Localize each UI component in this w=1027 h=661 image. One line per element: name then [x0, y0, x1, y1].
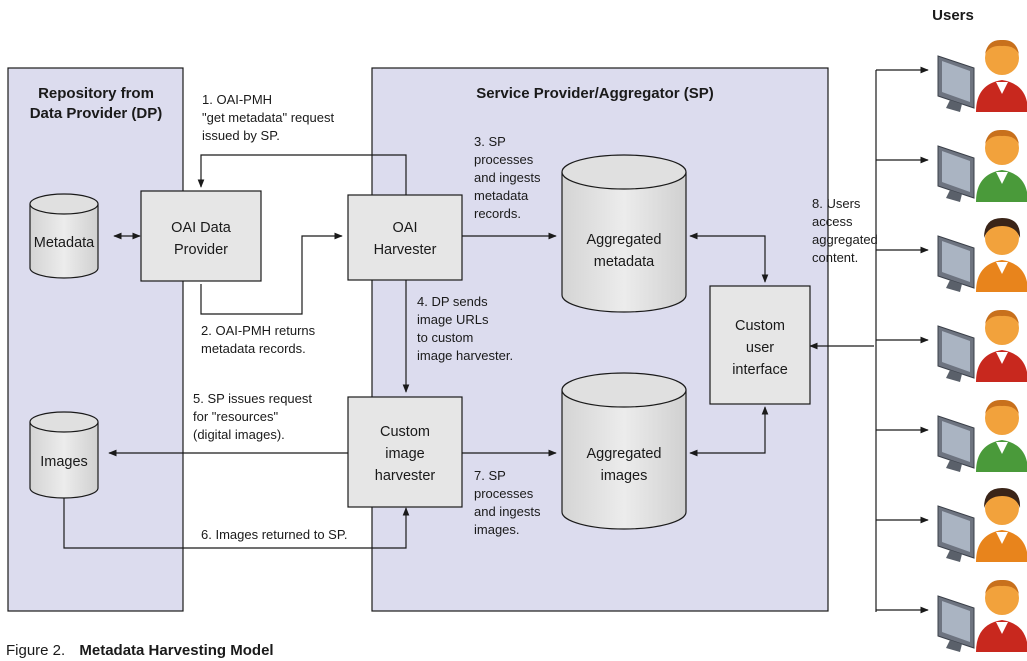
step-4-line-2: image URLs [417, 312, 489, 327]
user-at-computer-icon [937, 488, 1027, 562]
figure-caption: Figure 2. Metadata Harvesting Model [6, 642, 274, 659]
step-5-line-3: (digital images). [193, 427, 285, 442]
aggregated-metadata-label-1: Aggregated [587, 232, 662, 248]
step-1-line-3: issued by SP. [202, 128, 280, 143]
oai-data-provider-box: OAI Data Provider [140, 190, 262, 282]
custom-user-interface-box: Custom user interface [709, 285, 811, 405]
custom-image-harvester-label-1: Custom [380, 424, 430, 440]
oai-harvester-label-1: OAI [393, 220, 418, 236]
step-7-line-1: 7. SP [474, 468, 506, 483]
metadata-cylinder: Metadata [29, 193, 99, 279]
custom-user-interface-label-2: user [746, 340, 774, 356]
aggregated-metadata-cylinder: Aggregated metadata [561, 154, 687, 313]
step-7-note: 7. SP processes and ingests images. [474, 468, 541, 537]
custom-user-interface-label-1: Custom [735, 318, 785, 334]
step-8-line-1: 8. Users [812, 196, 861, 211]
user-arrows [876, 66, 929, 614]
step-8-line-4: content. [812, 250, 858, 265]
oai-data-provider-label-2: Provider [174, 242, 228, 258]
connectors [63, 70, 877, 612]
oai-harvester-box: OAI Harvester [347, 194, 463, 281]
step-8-note: 8. Users access aggregated content. [812, 196, 878, 265]
step-8-line-3: aggregated [812, 232, 878, 247]
aggregated-images-label-2: images [601, 468, 648, 484]
dp-region-title: Repository from Data Provider (DP) [30, 85, 163, 122]
return-records-arrow [200, 232, 343, 315]
step-4-note: 4. DP sends image URLs to custom image h… [417, 294, 513, 363]
aggregated-metadata-label-2: metadata [594, 254, 655, 270]
metadata-interface-arrow [689, 232, 769, 283]
step-8-line-2: access [812, 214, 853, 229]
user-at-computer-icon [937, 39, 1027, 112]
step-7-line-3: and ingests [474, 504, 541, 519]
user-at-computer-icon [937, 129, 1027, 202]
step-4-line-3: to custom [417, 330, 473, 345]
custom-image-harvester-label-3: harvester [375, 468, 436, 484]
custom-image-harvester-box: Custom image harvester [347, 396, 463, 508]
step-7-line-4: images. [474, 522, 520, 537]
images-cylinder: Images [29, 411, 99, 499]
custom-image-harvester-label-2: image [385, 446, 425, 462]
step-3-line-5: records. [474, 206, 521, 221]
step-2-line-1: 2. OAI-PMH returns [201, 323, 316, 338]
images-interface-arrow [689, 406, 769, 457]
step-5-note: 5. SP issues request for "resources" (di… [193, 391, 312, 442]
aggregated-images-cylinder: Aggregated images [561, 372, 687, 530]
oai-harvester-label-2: Harvester [374, 242, 437, 258]
step-3-note: 3. SP processes and ingests metadata rec… [474, 134, 541, 221]
step-2-line-2: metadata records. [201, 341, 306, 356]
users-column [937, 39, 1027, 652]
step-6-note: 6. Images returned to SP. [201, 527, 347, 542]
figure-caption-prefix: Figure 2. [6, 642, 65, 659]
get-metadata-request-arrow [197, 154, 407, 195]
step-1-line-1: 1. OAI-PMH [202, 92, 272, 107]
step-5-line-1: 5. SP issues request [193, 391, 312, 406]
step-7-line-2: processes [474, 486, 534, 501]
custom-user-interface-label-3: interface [732, 362, 788, 378]
aggregated-images-label-1: Aggregated [587, 446, 662, 462]
dp-title-line-1: Repository from [38, 85, 154, 102]
user-at-computer-icon [937, 309, 1027, 382]
users-title: Users [932, 7, 974, 24]
metadata-label: Metadata [34, 235, 95, 251]
figure-caption-title: Metadata Harvesting Model [79, 642, 273, 659]
step-1-line-2: "get metadata" request [202, 110, 334, 125]
step-2-note: 2. OAI-PMH returns metadata records. [201, 323, 316, 356]
sp-region-title: Service Provider/Aggregator (SP) [476, 85, 714, 102]
step-4-line-4: image harvester. [417, 348, 513, 363]
step-1-note: 1. OAI-PMH "get metadata" request issued… [202, 92, 334, 143]
step-3-line-3: and ingests [474, 170, 541, 185]
step-5-line-2: for "resources" [193, 409, 278, 424]
step-3-line-1: 3. SP [474, 134, 506, 149]
images-returned-arrow [63, 496, 410, 549]
user-at-computer-icon [937, 218, 1027, 292]
dp-title-line-2: Data Provider (DP) [30, 105, 163, 122]
user-at-computer-icon [937, 399, 1027, 472]
images-label: Images [40, 454, 88, 470]
step-3-line-4: metadata [474, 188, 529, 203]
oai-data-provider-label-1: OAI Data [171, 220, 232, 236]
data-provider-region [7, 67, 184, 612]
user-at-computer-icon [937, 579, 1027, 652]
step-3-line-2: processes [474, 152, 534, 167]
step-4-line-1: 4. DP sends [417, 294, 488, 309]
